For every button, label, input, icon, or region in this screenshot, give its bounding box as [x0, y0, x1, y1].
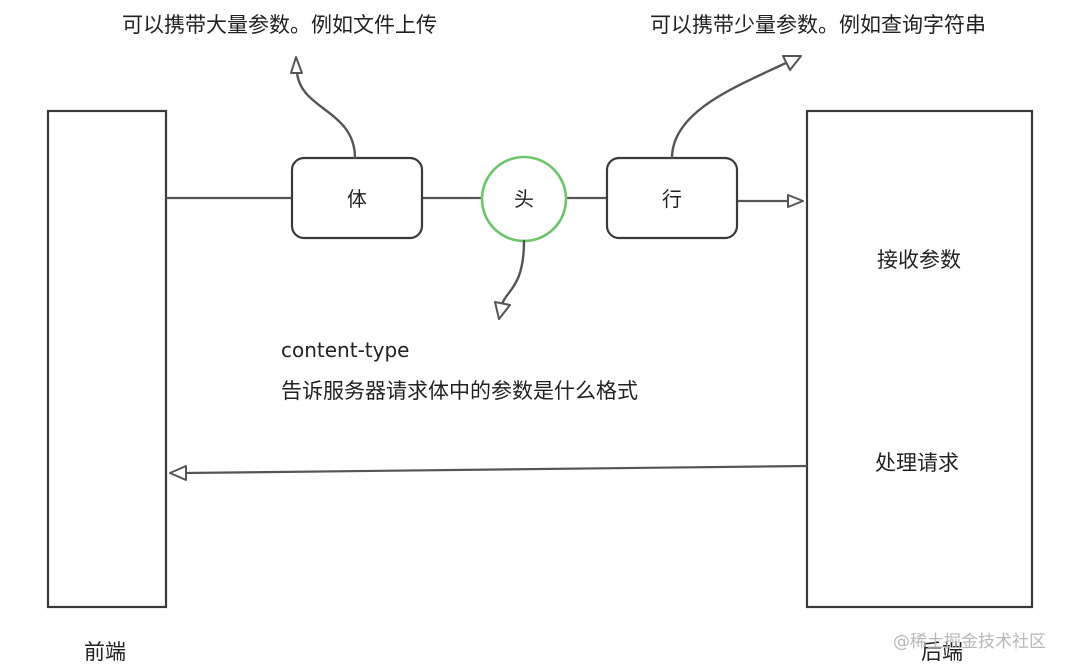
body-node [290, 156, 424, 240]
frontend-box [46, 109, 168, 609]
body-node-label: 体 [347, 187, 367, 211]
frontend-label: 前端 [84, 640, 126, 664]
backend-label: 后端 [921, 640, 963, 664]
arrow-to-backend-head [787, 194, 804, 208]
body-note-arrowhead [290, 56, 303, 74]
process-request-label: 处理请求 [875, 451, 959, 475]
line-note: 可以携带少量参数。例如查询字符串 [650, 13, 986, 37]
watermark: @稀土掘金技术社区 [893, 632, 1046, 652]
content-type-arrowhead [494, 301, 511, 320]
content-type-curve [501, 239, 526, 304]
body-note: 可以携带大量参数。例如文件上传 [122, 13, 437, 37]
receive-params-label: 接收参数 [877, 248, 961, 272]
line-note-curve [670, 60, 790, 160]
content-type-description: 告诉服务器请求体中的参数是什么格式 [281, 379, 638, 403]
backend-box [805, 109, 1034, 609]
content-type-label: content-type [281, 338, 409, 362]
request-line-node-label: 行 [662, 187, 682, 211]
line-note-arrowhead [782, 55, 802, 71]
body-note-curve [295, 70, 357, 160]
response-arrow-line [185, 464, 808, 475]
response-arrow-head [169, 465, 187, 481]
header-node-label: 头 [514, 187, 534, 211]
